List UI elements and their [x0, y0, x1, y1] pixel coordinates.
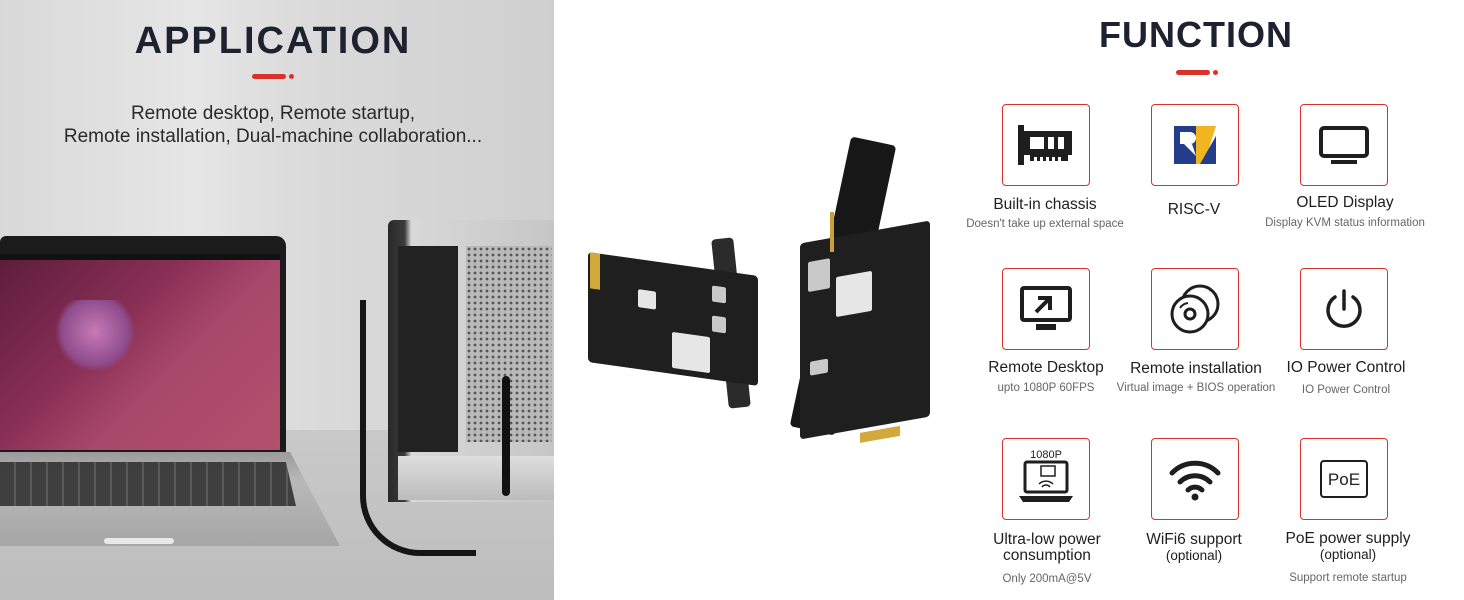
- feature-title: Ultra-low power consumption: [967, 532, 1127, 564]
- product-image: [580, 132, 940, 462]
- laptop-trackpad-edge: [104, 538, 174, 544]
- feature-subtitle: IO Power Control: [1301, 384, 1391, 396]
- wifi-antenna: [502, 376, 510, 496]
- laptop-wifi-icon: 1080P: [1019, 449, 1073, 502]
- poe-icon-box: PoE: [1300, 438, 1388, 520]
- feature-title: RISC-V: [1167, 201, 1221, 218]
- wifi6-icon-box: [1151, 438, 1239, 520]
- poe-icon: PoE: [1320, 460, 1368, 498]
- feature-subtitle: Doesn't take up external space: [966, 218, 1124, 230]
- laptop-keyboard: [0, 462, 296, 506]
- feature-optional-note: (optional): [1319, 547, 1377, 562]
- remote-desktop-icon-box: [1002, 268, 1090, 350]
- application-title-accent: [252, 74, 294, 79]
- feature-title: Remote Desktop: [988, 359, 1104, 376]
- built-in-chassis-icon-box: [1002, 104, 1090, 186]
- feature-title: IO Power Control: [1286, 359, 1406, 376]
- risc-v-logo-icon: [1174, 126, 1216, 164]
- kvm-card-small: [588, 252, 758, 386]
- function-title-accent: [1176, 70, 1218, 75]
- ultra-low-power-icon-box: 1080P: [1002, 438, 1090, 520]
- remote-installation-icon-box: [1151, 268, 1239, 350]
- feature-title: OLED Display: [1296, 194, 1394, 211]
- power-icon: [1326, 289, 1362, 328]
- application-title: APPLICATION: [134, 20, 412, 62]
- kvm-card-large: [800, 220, 930, 443]
- feature-subtitle: Display KVM status information: [1265, 217, 1425, 229]
- remote-desktop-icon: [1020, 286, 1072, 330]
- application-description-line1: Remote desktop, Remote startup,: [130, 103, 416, 124]
- application-description-line2: Remote installation, Dual-machine collab…: [63, 126, 483, 147]
- pcie-card-icon: [1018, 125, 1072, 165]
- antenna-connector: [830, 212, 834, 252]
- feature-subtitle: Only 200mA@5V: [1002, 573, 1092, 585]
- jellyfish-wallpaper: [55, 300, 135, 370]
- feature-title: PoE power supply: [1285, 530, 1411, 547]
- laptop-topbar: [0, 254, 280, 260]
- monitor-icon: [1319, 126, 1369, 164]
- oled-display-icon-box: [1300, 104, 1388, 186]
- feature-title-line1: Ultra-low power: [993, 531, 1101, 548]
- feature-subtitle: Support remote startup: [1289, 572, 1407, 584]
- function-title: FUNCTION: [1099, 14, 1293, 55]
- discs-icon: [1170, 284, 1220, 334]
- application-description: Remote desktop, Remote startup, Remote i…: [0, 102, 546, 148]
- hdmi-cable: [360, 300, 476, 556]
- feature-title: Remote installation: [1130, 360, 1262, 377]
- feature-title-line2: consumption: [1003, 547, 1091, 564]
- feature-title: Built-in chassis: [993, 196, 1097, 213]
- feature-subtitle: Virtual image + BIOS operation: [1116, 382, 1276, 394]
- feature-subtitle: upto 1080P 60FPS: [997, 382, 1095, 394]
- resolution-badge: 1080P: [1030, 449, 1062, 461]
- io-power-control-icon-box: [1300, 268, 1388, 350]
- feature-title: WiFi6 support: [1146, 531, 1242, 548]
- application-photo-panel: APPLICATION Remote desktop, Remote start…: [0, 0, 554, 600]
- poe-label: PoE: [1328, 470, 1360, 489]
- laptop-display: [0, 254, 280, 450]
- risc-v-icon-box: [1151, 104, 1239, 186]
- feature-optional-note: (optional): [1165, 548, 1223, 563]
- pc-bottom-slot: [398, 456, 554, 500]
- wifi-icon: [1169, 460, 1221, 501]
